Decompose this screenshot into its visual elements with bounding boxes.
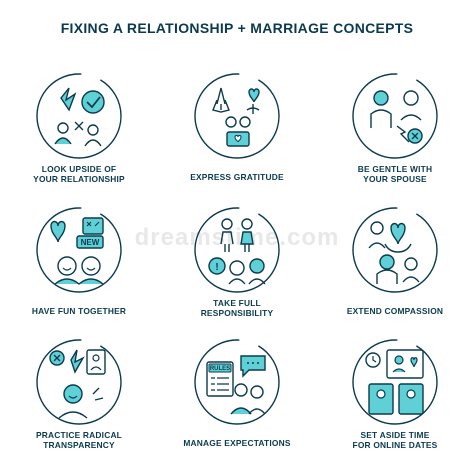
- rules-badge-text: RULES: [210, 366, 230, 372]
- concept-card-fun: NEW HAVE FUN TOGETHER: [0, 204, 158, 332]
- concept-card-expectations: RULES MANAGE EXPECTATIONS: [158, 336, 316, 464]
- concept-card-online-dates: SET ASIDE TIME FOR ONLINE DATES: [316, 336, 474, 464]
- concept-card-compassion: EXTEND COMPASSION: [316, 204, 474, 332]
- concept-label: LOOK UPSIDE OF YOUR RELATIONSHIP: [33, 164, 125, 184]
- svg-text:!: !: [215, 262, 218, 273]
- concept-label: MANAGE EXPECTATIONS: [183, 438, 291, 448]
- concept-label: PRACTICE RADICAL TRANSPARENCY: [35, 430, 123, 450]
- compassion-icon: [352, 207, 438, 293]
- concept-card-gentle: BE GENTLE WITH YOUR SPOUSE: [316, 70, 474, 198]
- gentle-icon: [352, 73, 438, 159]
- concept-card-gratitude: EXPRESS GRATITUDE: [158, 70, 316, 198]
- watermark: dreamstime.com: [134, 224, 340, 251]
- page-title: FIXING A RELATIONSHIP + MARRIAGE CONCEPT…: [60, 20, 414, 36]
- concept-grid: LOOK UPSIDE OF YOUR RELATIONSHIP EXPRESS…: [0, 70, 474, 474]
- new-badge-text: NEW: [81, 238, 100, 247]
- concept-card-transparency: PRACTICE RADICAL TRANSPARENCY: [0, 336, 158, 464]
- expectations-icon: RULES: [194, 339, 280, 425]
- concept-label: BE GENTLE WITH YOUR SPOUSE: [357, 164, 433, 184]
- concept-label: EXTEND COMPASSION: [346, 306, 444, 316]
- transparency-icon: [36, 339, 122, 425]
- upside-icon: [36, 73, 122, 159]
- gratitude-icon: [194, 73, 280, 159]
- concept-label: HAVE FUN TOGETHER: [31, 306, 127, 316]
- fun-together-icon: NEW: [36, 207, 122, 293]
- concept-label: SET ASIDE TIME FOR ONLINE DATES: [352, 430, 438, 450]
- concept-label: TAKE FULL RESPONSIBILITY: [200, 298, 274, 318]
- online-dates-icon: [352, 339, 438, 425]
- responsibility-icon: !: [194, 207, 280, 293]
- concept-label: EXPRESS GRATITUDE: [190, 172, 284, 182]
- concept-card-upside: LOOK UPSIDE OF YOUR RELATIONSHIP: [0, 70, 158, 198]
- concept-card-responsibility: ! TAKE FULL RESPONSIBILITY: [158, 204, 316, 332]
